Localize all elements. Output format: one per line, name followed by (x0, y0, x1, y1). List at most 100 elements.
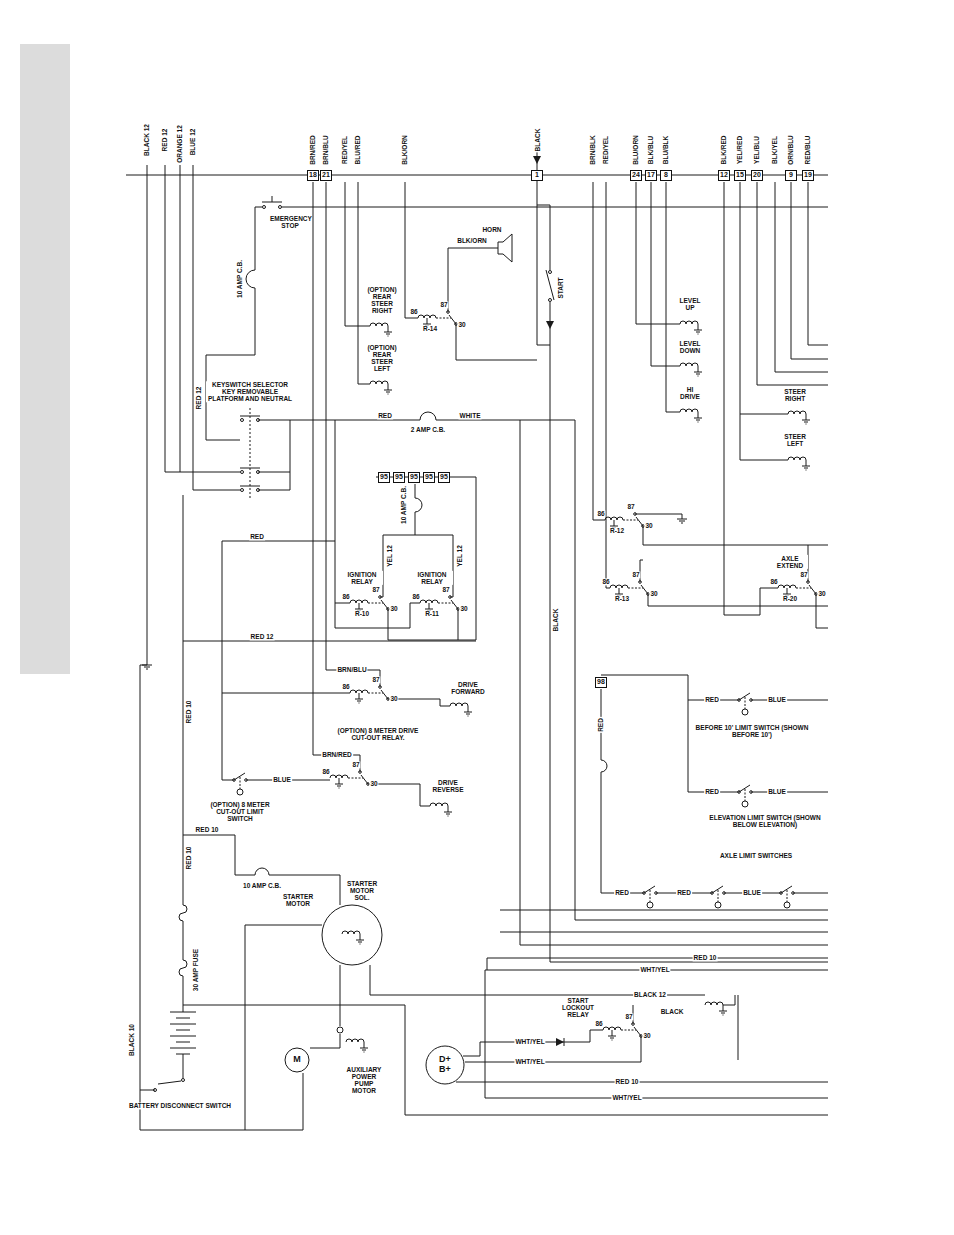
motor-terminal-text: B+ (439, 1065, 451, 1075)
wire-label: BLACK 12 (143, 123, 150, 157)
terminal-number: 95 (440, 473, 448, 481)
terminal-box: 95 (423, 472, 435, 483)
component-label: IGNITION RELAY (411, 571, 453, 585)
component-label: 86 (321, 768, 330, 775)
wire-label: BRN/BLU (322, 134, 329, 165)
wire-label: BLACK (534, 128, 541, 153)
wire-label: RED/YEL (602, 135, 609, 165)
wire-label: YEL 12 (456, 544, 463, 568)
component-label: AXLE LIMIT SWITCHES (719, 852, 793, 859)
terminal-number: 12 (720, 171, 728, 179)
wire-label: RED/YEL (341, 135, 348, 165)
wire-label: BLU/ORN (632, 134, 639, 166)
component-label: (OPTION) 8 METER DRIVE CUT-OUT RELAY. (332, 727, 424, 741)
component-label: AUXILIARY POWER PUMP MOTOR (341, 1066, 387, 1095)
wire-label: BLU/BLK (662, 135, 669, 166)
component-label: R-20 (782, 595, 798, 602)
component-label: STARTER MOTOR SOL. (344, 880, 380, 901)
component-label: 30 (642, 1032, 651, 1039)
component-label: (OPTION) REAR STEER RIGHT (364, 286, 400, 315)
component-label: 30 (644, 522, 653, 529)
component-label: R-13 (614, 595, 630, 602)
wire-label: BLK/ORN (401, 134, 408, 166)
motor-circle: D+B+ (425, 1045, 465, 1085)
component-label: STARTER MOTOR (280, 893, 316, 907)
component-label: DRIVE FORWARD (449, 681, 487, 695)
component-label: BEFORE 10' LIMIT SWITCH (SHOWN BEFORE 10… (694, 724, 811, 738)
component-label: RED 10 (195, 826, 220, 833)
component-label: BATTERY DISCONNECT SWITCH (128, 1102, 232, 1109)
terminal-box: 15 (734, 170, 746, 181)
component-label: WHT/YEL (611, 1094, 642, 1101)
component-label: DRIVE REVERSE (429, 779, 467, 793)
component-label: BLUE (742, 889, 762, 896)
component-label: WHITE (459, 412, 482, 419)
component-label: R-11 (424, 610, 440, 617)
component-label: 30 (457, 321, 466, 328)
component-label: BLUE (272, 776, 292, 783)
motor-terminal-text: D+ (439, 1055, 451, 1065)
terminal-number: 8 (664, 171, 668, 179)
terminal-box: 95 (393, 472, 405, 483)
component-label: R-14 (422, 325, 438, 332)
wire-label: RED 10 (185, 700, 192, 725)
wire-label: BLACK 10 (128, 1023, 135, 1057)
terminal-box: 19 (802, 170, 814, 181)
wire-label: ORN/BLU (787, 134, 794, 166)
component-label: 2 AMP C.B. (410, 426, 446, 433)
terminal-number: 24 (632, 171, 640, 179)
component-label: 87 (441, 586, 450, 593)
component-label: HI DRIVE (675, 386, 705, 400)
component-label: 30 (459, 605, 468, 612)
component-label: 86 (601, 578, 610, 585)
component-label: BLUE (767, 696, 787, 703)
terminal-number: 95 (380, 473, 388, 481)
terminal-number: 95 (425, 473, 433, 481)
component-label: 87 (624, 1013, 633, 1020)
component-label: 86 (596, 510, 605, 517)
motor-circle: M (284, 1047, 310, 1073)
terminal-box: 24 (630, 170, 642, 181)
component-label: 30 (817, 590, 826, 597)
component-label: RED (377, 412, 393, 419)
wire-label: YEL/BLU (753, 135, 760, 165)
wire-label: RED 10 (185, 846, 192, 871)
component-label: 86 (769, 578, 778, 585)
component-label: 86 (594, 1020, 603, 1027)
terminal-box: 9 (785, 170, 797, 181)
component-label: 10 AMP C.B. (242, 882, 282, 889)
component-label: BLK/ORN (456, 237, 488, 244)
motor-terminal-text: M (293, 1055, 301, 1065)
component-label: 30 (389, 605, 398, 612)
component-label: 86 (341, 683, 350, 690)
component-label: BLACK 12 (633, 991, 667, 998)
component-label: (OPTION) REAR STEER LEFT (364, 344, 400, 373)
component-label: 87 (351, 761, 360, 768)
component-label: WHT/YEL (514, 1058, 545, 1065)
component-label: ELEVATION LIMIT SWITCH (SHOWN BELOW ELEV… (702, 814, 829, 828)
component-label: LEVEL DOWN (675, 340, 705, 354)
wire-label: 10 AMP C.B. (400, 485, 407, 525)
component-label: HORN (481, 226, 502, 233)
terminal-number: 9 (789, 171, 793, 179)
component-label: KEYSWITCH SELECTOR KEY REMOVABLE PLATFOR… (206, 381, 294, 402)
component-label: RED 10 (693, 954, 718, 961)
terminal-box: 1 (531, 170, 543, 181)
component-label: 87 (371, 586, 380, 593)
component-label: R-12 (609, 527, 625, 534)
component-label: 87 (631, 571, 640, 578)
component-label: EMERGENCY STOP (269, 215, 311, 229)
terminal-number: 17 (647, 171, 655, 179)
wire-label: YEL 12 (386, 544, 393, 568)
component-label: RED (704, 696, 720, 703)
component-label: RED 10 (615, 1078, 640, 1085)
wire-label: BLUE 12 (189, 128, 196, 157)
component-label: (OPTION) 8 METER CUT-OUT LIMIT SWITCH (204, 801, 276, 822)
component-label: WHT/YEL (639, 966, 670, 973)
component-label: BRN/RED (321, 751, 353, 758)
component-label: 86 (411, 593, 420, 600)
component-label: RED (249, 533, 265, 540)
component-label: START LOCKOUT RELAY (557, 997, 599, 1018)
component-label: 86 (341, 593, 350, 600)
